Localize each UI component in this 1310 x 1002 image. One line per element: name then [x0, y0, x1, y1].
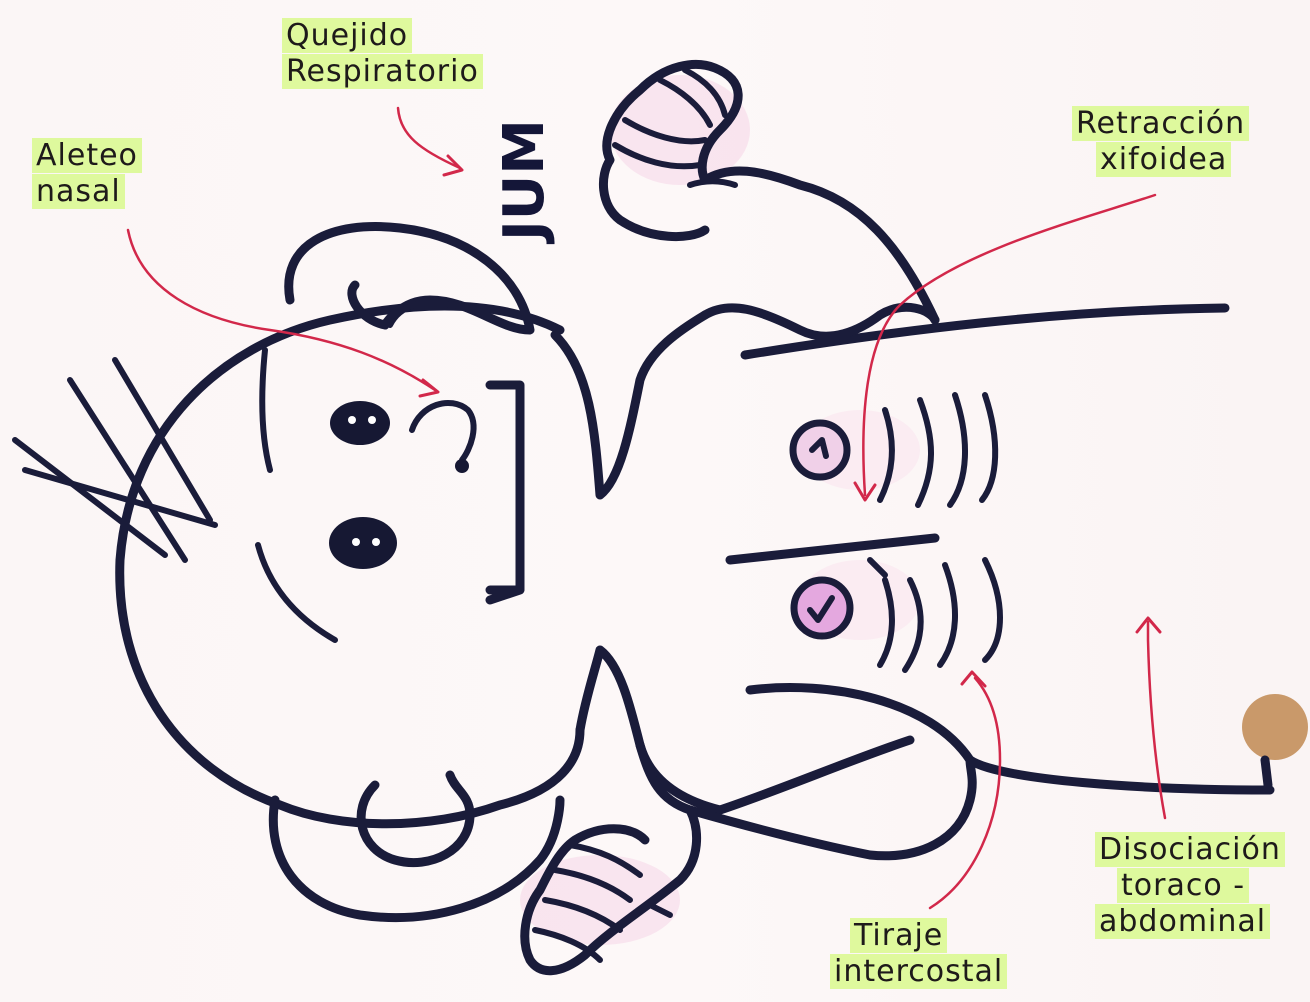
label-tiraje-line2: intercostal — [830, 954, 1007, 989]
label-quejido-line2: Respiratorio — [282, 54, 483, 89]
nipples — [793, 423, 850, 636]
rib-lines — [870, 395, 1000, 670]
label-retraccion-line1: Retracción — [1072, 106, 1249, 141]
head — [120, 227, 580, 918]
label-aleteo: Aleteo nasal — [32, 138, 142, 210]
label-disociacion-line3: abdominal — [1095, 904, 1270, 939]
label-disociacion-line2: toraco - — [1117, 868, 1249, 903]
upper-eye — [330, 401, 390, 445]
hair-strokes — [15, 360, 215, 560]
label-quejido: Quejido Respiratorio — [282, 18, 483, 90]
upper-nipple — [793, 423, 847, 477]
label-tiraje: Tiraje intercostal — [830, 918, 1007, 990]
lower-nipple — [794, 580, 850, 636]
lower-eye — [329, 517, 397, 569]
arrow-tiraje — [930, 678, 1000, 908]
umbilical-clamp — [1242, 694, 1308, 760]
label-aleteo-line2: nasal — [32, 174, 125, 209]
label-tiraje-line1: Tiraje — [850, 918, 947, 953]
grunt-sound-text: JUM — [490, 110, 560, 250]
label-quejido-line1: Quejido — [282, 18, 412, 53]
label-disociacion-line1: Disociación — [1095, 832, 1285, 867]
label-retraccion-line2: xifoidea — [1096, 142, 1231, 177]
label-disociacion: Disociación toraco - abdominal — [1095, 832, 1285, 940]
eyes — [329, 401, 397, 569]
nose-mouth — [412, 385, 520, 600]
label-retraccion: Retracción xifoidea — [1072, 106, 1249, 178]
torso — [555, 308, 1308, 810]
label-aleteo-line1: Aleteo — [32, 138, 142, 173]
